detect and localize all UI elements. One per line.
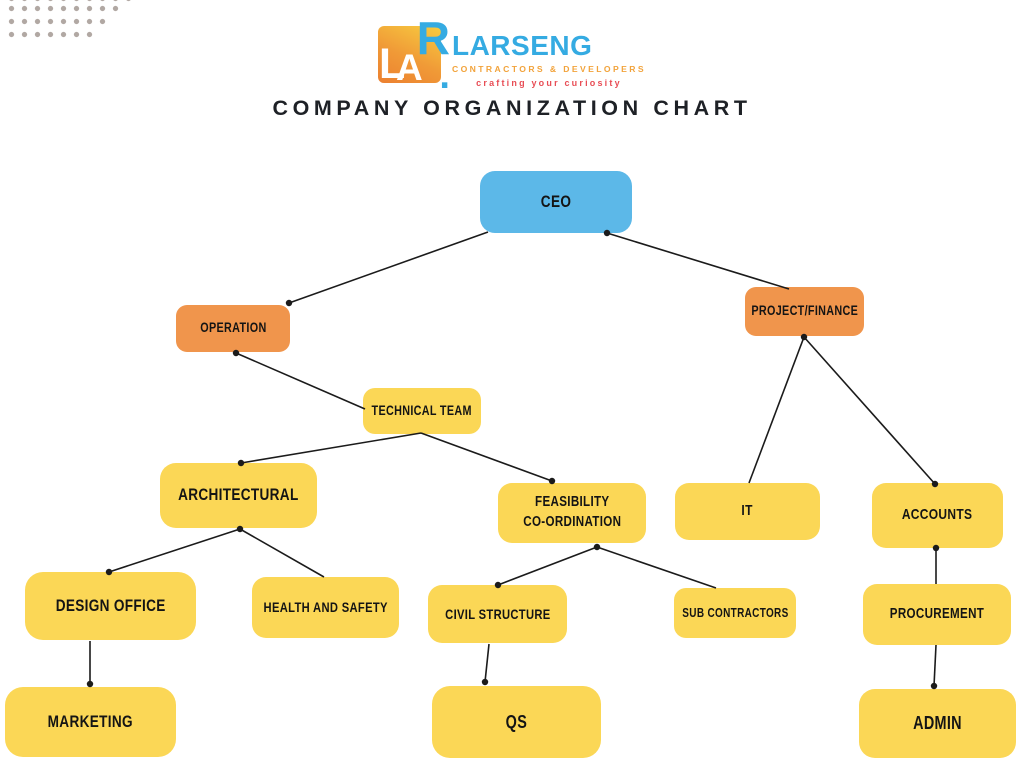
- connector-project-finance-accounts: [803, 336, 936, 485]
- page-title: COMPANY ORGANIZATION CHART: [272, 96, 752, 120]
- header: R L A . LARSENG CONTRACTORS & DEVELOPERS…: [0, 15, 1024, 95]
- org-node-marketing-label: MARKETING: [47, 711, 134, 731]
- company-logo: R L A . LARSENG CONTRACTORS & DEVELOPERS…: [377, 15, 646, 95]
- connector-dot: [285, 299, 293, 307]
- feasibility-line1: FEASIBILITY: [534, 494, 610, 511]
- connector-project-finance-it: [748, 336, 805, 484]
- connector-procurement-admin: [933, 644, 937, 687]
- connector-operation-technical-team: [235, 352, 366, 410]
- org-node-design-office: DESIGN OFFICE: [25, 572, 196, 640]
- org-node-qs-label: QS: [505, 711, 528, 732]
- org-node-design-office-label: DESIGN OFFICE: [55, 595, 166, 615]
- connector-technical-team-feasibility: [420, 432, 553, 482]
- org-node-feasibility-coordination: FEASIBILITY CO-ORDINATION: [498, 483, 646, 543]
- connector-dot: [593, 543, 601, 551]
- logo-mark-icon: R L A .: [377, 15, 450, 95]
- logo-letter-a: A: [395, 47, 423, 88]
- org-node-health-and-safety-label: HEALTH AND SAFETY: [263, 599, 388, 616]
- logo-letter-l: L: [378, 40, 406, 88]
- connector-ceo-project-finance: [606, 232, 790, 290]
- logo-subtitle: CONTRACTORS & DEVELOPERS: [451, 64, 646, 74]
- org-node-sub-contractors-label: SUB CONTRACTORS: [681, 605, 789, 620]
- org-node-accounts-label: ACCOUNTS: [902, 506, 973, 524]
- connector-civil-structure-qs: [484, 643, 490, 683]
- logo-tagline: crafting your curiosity: [476, 78, 622, 88]
- org-node-it-label: IT: [741, 502, 754, 520]
- org-node-project-finance: PROJECT/FINANCE: [745, 287, 864, 336]
- org-node-ceo: CEO: [480, 171, 632, 233]
- org-node-operation: OPERATION: [176, 305, 290, 352]
- org-node-procurement-label: PROCUREMENT: [889, 605, 985, 622]
- org-node-technical-team: TECHNICAL TEAM: [363, 388, 481, 434]
- org-node-sub-contractors: SUB CONTRACTORS: [674, 588, 796, 638]
- logo-company-name: LARSENG: [451, 30, 593, 61]
- org-node-qs: QS: [432, 686, 601, 758]
- org-node-admin: ADMIN: [859, 689, 1016, 758]
- logo-period: .: [439, 55, 450, 97]
- connector-ceo-operation: [288, 231, 489, 304]
- connector-feasibility-civil-structure: [497, 546, 598, 586]
- org-node-procurement: PROCUREMENT: [863, 584, 1011, 645]
- org-node-admin-label: ADMIN: [913, 713, 962, 734]
- decor-dot-row: [5, 28, 99, 41]
- org-node-feasibility-coordination-label: FEASIBILITY CO-ORDINATION: [523, 493, 621, 532]
- org-node-civil-structure-label: CIVIL STRUCTURE: [444, 605, 551, 622]
- org-node-civil-structure: CIVIL STRUCTURE: [428, 585, 567, 643]
- org-node-operation-label: OPERATION: [199, 320, 267, 336]
- org-node-architectural: ARCHITECTURAL: [160, 463, 317, 528]
- org-node-ceo-label: CEO: [540, 191, 572, 211]
- org-node-marketing: MARKETING: [5, 687, 176, 757]
- org-node-project-finance-label: PROJECT/FINANCE: [751, 303, 858, 319]
- logo-letter-r: R: [416, 12, 450, 64]
- org-node-health-and-safety: HEALTH AND SAFETY: [252, 577, 399, 638]
- connector-dot: [481, 678, 489, 686]
- org-node-accounts: ACCOUNTS: [872, 483, 1003, 548]
- decor-dot-row: [5, 2, 125, 15]
- connector-feasibility-sub-contractors: [596, 546, 717, 589]
- org-node-technical-team-label: TECHNICAL TEAM: [371, 402, 473, 418]
- org-node-architectural-label: ARCHITECTURAL: [178, 485, 299, 505]
- connector-technical-team-architectural: [240, 432, 422, 464]
- connector-architectural-health-safety: [239, 528, 325, 578]
- feasibility-line2: CO-ORDINATION: [522, 514, 622, 530]
- decor-dot-row: [5, 15, 112, 28]
- logo-text: LARSENG CONTRACTORS & DEVELOPERS craftin…: [451, 26, 646, 89]
- org-node-it: IT: [675, 483, 820, 540]
- connector-architectural-design-office: [108, 528, 241, 573]
